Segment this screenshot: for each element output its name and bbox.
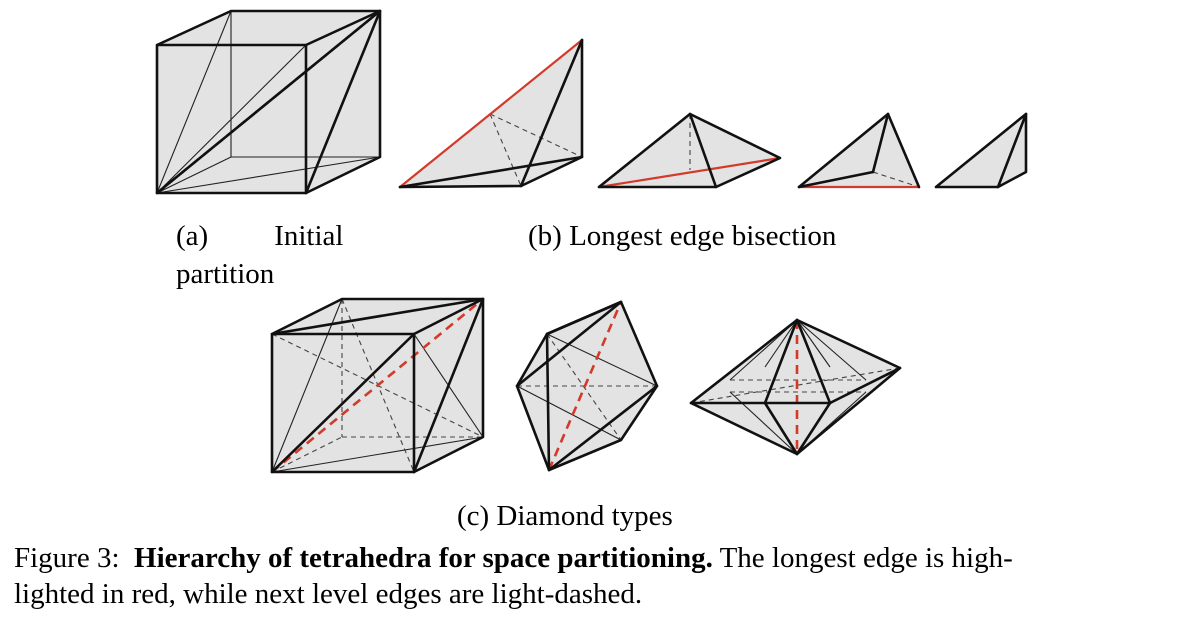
label-b: (b) Longest edge bisection (528, 220, 837, 252)
tetra-bisection-1 (398, 38, 584, 189)
caption-title: Hierarchy of tetrahedra for space partit… (134, 542, 713, 574)
label-a-letter: (a) (176, 220, 209, 252)
diamond-cube (270, 297, 485, 474)
label-c: (c) Diamond types (457, 500, 673, 532)
diamond-bipyramid (689, 318, 902, 456)
caption-prefix: Figure 3: (14, 542, 120, 574)
tetra-bisection-4 (934, 112, 1028, 189)
tetra-bisection-3 (797, 112, 921, 189)
figure-caption: Figure 3: Hierarchy of tetrahedra for sp… (14, 540, 1174, 612)
cube-initial-partition (155, 9, 382, 195)
label-a: (a) Initial (176, 218, 343, 254)
label-a-word: Initial (274, 220, 344, 252)
caption-text-line1: The longest edge is high- (719, 542, 1013, 574)
label-a-line2: partition (176, 258, 275, 290)
caption-text-line2: lighted in red, while next level edges a… (14, 578, 643, 610)
tetra-bisection-2 (597, 112, 782, 189)
diamond-octahedral (515, 300, 659, 472)
